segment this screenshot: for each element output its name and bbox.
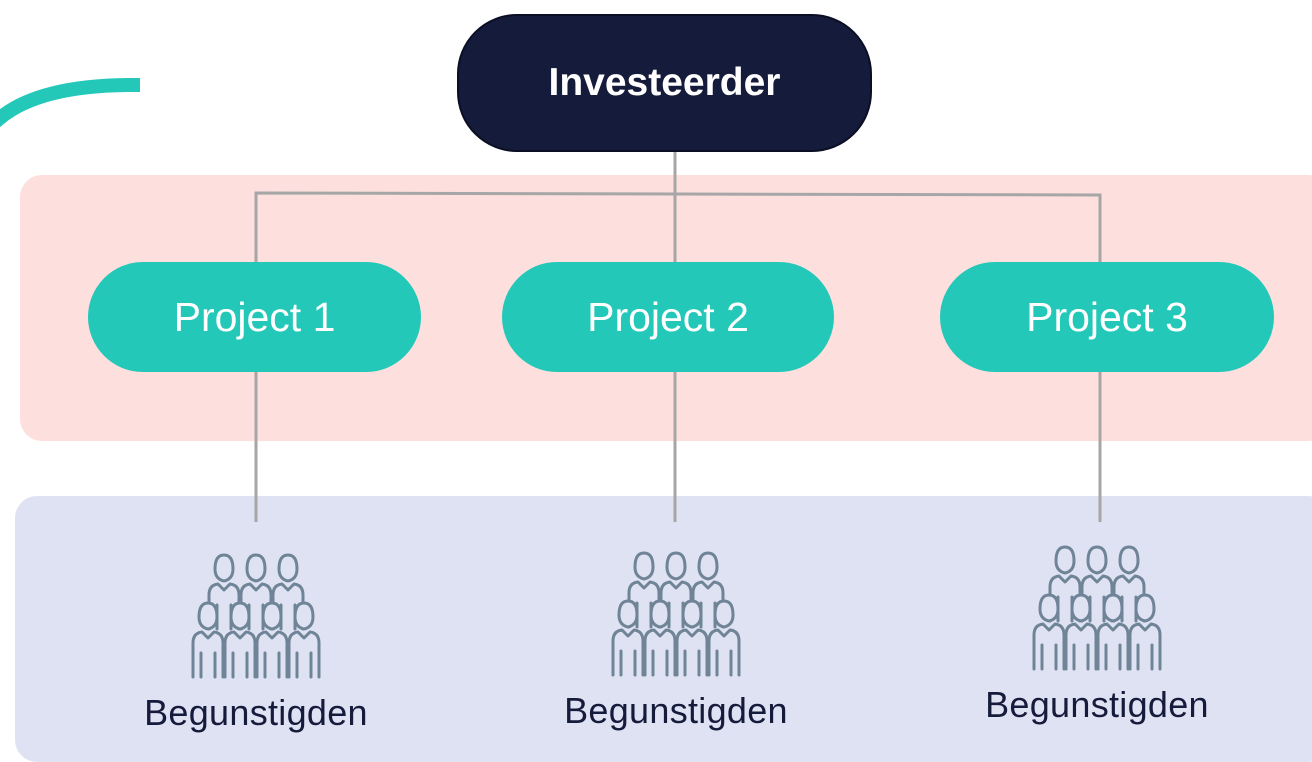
beneficiary-group-1: Begunstigden [106, 551, 406, 734]
beneficiary-group-2: Begunstigden [526, 549, 826, 732]
project-node-label: Project 3 [1026, 293, 1188, 340]
project-node-3: Project 3 [940, 262, 1274, 372]
people-group-icon [176, 551, 336, 688]
accent-arc [0, 77, 141, 128]
root-node-investor: Investeerder [457, 14, 872, 152]
beneficiary-group-3: Begunstigden [947, 543, 1247, 726]
people-group-graphic [191, 553, 321, 679]
people-group-graphic [1032, 545, 1162, 671]
project-node-label: Project 2 [587, 293, 749, 340]
people-group-icon [1017, 543, 1177, 680]
beneficiary-group-label: Begunstigden [985, 684, 1209, 725]
root-node-label: Investeerder [548, 61, 781, 104]
project-node-1: Project 1 [88, 262, 421, 372]
connector-bus [254, 191, 1102, 262]
people-group-icon [596, 549, 756, 686]
people-group-graphic [611, 551, 741, 677]
beneficiary-group-label: Begunstigden [564, 690, 788, 731]
project-node-label: Project 1 [173, 293, 336, 340]
project-node-2: Project 2 [502, 262, 834, 372]
beneficiary-group-label: Begunstigden [144, 692, 368, 733]
